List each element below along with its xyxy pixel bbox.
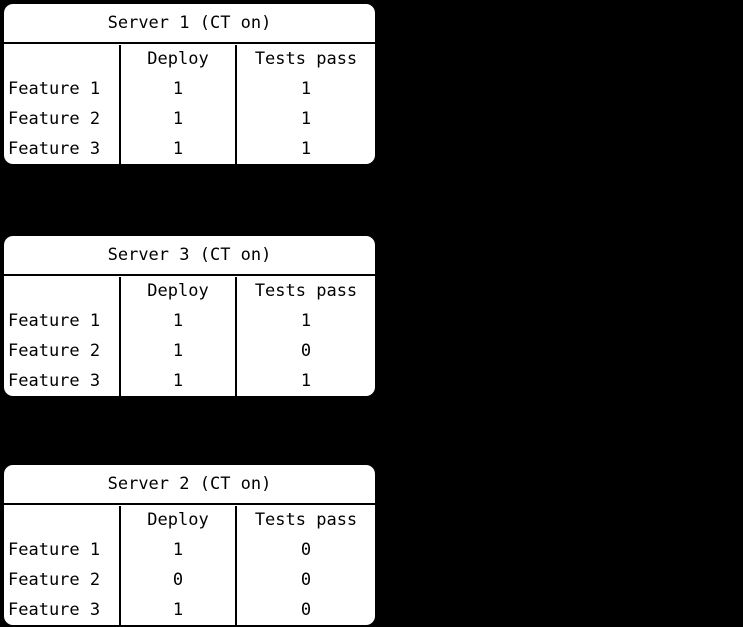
cell-tests-pass-value: 0 xyxy=(235,336,375,366)
table-header-row: Deploy Tests pass xyxy=(4,276,375,306)
server-card-3-title: Server 2 (CT on) xyxy=(4,465,375,505)
column-header-tests-pass: Tests pass xyxy=(235,44,375,74)
cell-deploy-value: 0 xyxy=(119,565,235,595)
cell-deploy-value: 1 xyxy=(119,366,235,396)
server-card-3: Server 2 (CT on) Deploy Tests pass Featu… xyxy=(2,463,377,627)
server-card-1-table: Deploy Tests pass Feature 1 1 1 Feature … xyxy=(4,44,375,164)
table-header-row: Deploy Tests pass xyxy=(4,505,375,535)
cell-deploy-value: 1 xyxy=(119,104,235,134)
cell-deploy-value: 1 xyxy=(119,336,235,366)
cell-feature-name: Feature 1 xyxy=(8,311,101,331)
server-card-3-table: Deploy Tests pass Feature 1 1 0 Feature … xyxy=(4,505,375,625)
table-row: Feature 2 1 1 xyxy=(4,104,375,134)
cell-deploy-value: 1 xyxy=(119,74,235,104)
cell-tests-pass-value: 1 xyxy=(235,306,375,336)
cell-deploy-value: 1 xyxy=(119,306,235,336)
cell-feature-name: Feature 3 xyxy=(8,600,101,620)
cell-tests-pass-value: 1 xyxy=(235,74,375,104)
server-card-2: Server 3 (CT on) Deploy Tests pass Featu… xyxy=(2,234,377,398)
column-header-tests-pass: Tests pass xyxy=(235,276,375,306)
column-header-deploy: Deploy xyxy=(119,276,235,306)
cell-feature-name: Feature 1 xyxy=(8,79,101,99)
cell-deploy-value: 1 xyxy=(119,535,235,565)
cell-tests-pass-value: 0 xyxy=(235,565,375,595)
cell-deploy-value: 1 xyxy=(119,595,235,625)
cell-feature-name: Feature 3 xyxy=(8,139,101,159)
server-card-2-table: Deploy Tests pass Feature 1 1 1 Feature … xyxy=(4,276,375,396)
column-header-deploy: Deploy xyxy=(119,505,235,535)
column-header-deploy: Deploy xyxy=(119,44,235,74)
cell-feature-name: Feature 2 xyxy=(8,109,101,129)
cell-feature-name: Feature 1 xyxy=(8,540,101,560)
cell-feature-name: Feature 2 xyxy=(8,570,101,590)
server-card-1-title: Server 1 (CT on) xyxy=(4,4,375,44)
table-row: Feature 1 1 1 xyxy=(4,306,375,336)
cell-tests-pass-value: 1 xyxy=(235,104,375,134)
server-card-1: Server 1 (CT on) Deploy Tests pass Featu… xyxy=(2,2,377,166)
column-header-feature xyxy=(4,45,119,74)
cell-feature-name: Feature 3 xyxy=(8,371,101,391)
cell-tests-pass-value: 0 xyxy=(235,595,375,625)
cell-deploy-value: 1 xyxy=(119,134,235,164)
cell-feature-name: Feature 2 xyxy=(8,341,101,361)
column-header-feature xyxy=(4,506,119,535)
cell-tests-pass-value: 1 xyxy=(235,134,375,164)
column-header-feature xyxy=(4,277,119,306)
table-row: Feature 1 1 1 xyxy=(4,74,375,104)
table-row: Feature 3 1 1 xyxy=(4,134,375,164)
server-card-2-title: Server 3 (CT on) xyxy=(4,236,375,276)
table-row: Feature 2 1 0 xyxy=(4,336,375,366)
table-row: Feature 1 1 0 xyxy=(4,535,375,565)
table-row: Feature 3 1 1 xyxy=(4,366,375,396)
column-header-tests-pass: Tests pass xyxy=(235,505,375,535)
table-row: Feature 2 0 0 xyxy=(4,565,375,595)
cell-tests-pass-value: 0 xyxy=(235,535,375,565)
cell-tests-pass-value: 1 xyxy=(235,366,375,396)
table-row: Feature 3 1 0 xyxy=(4,595,375,625)
table-header-row: Deploy Tests pass xyxy=(4,44,375,74)
